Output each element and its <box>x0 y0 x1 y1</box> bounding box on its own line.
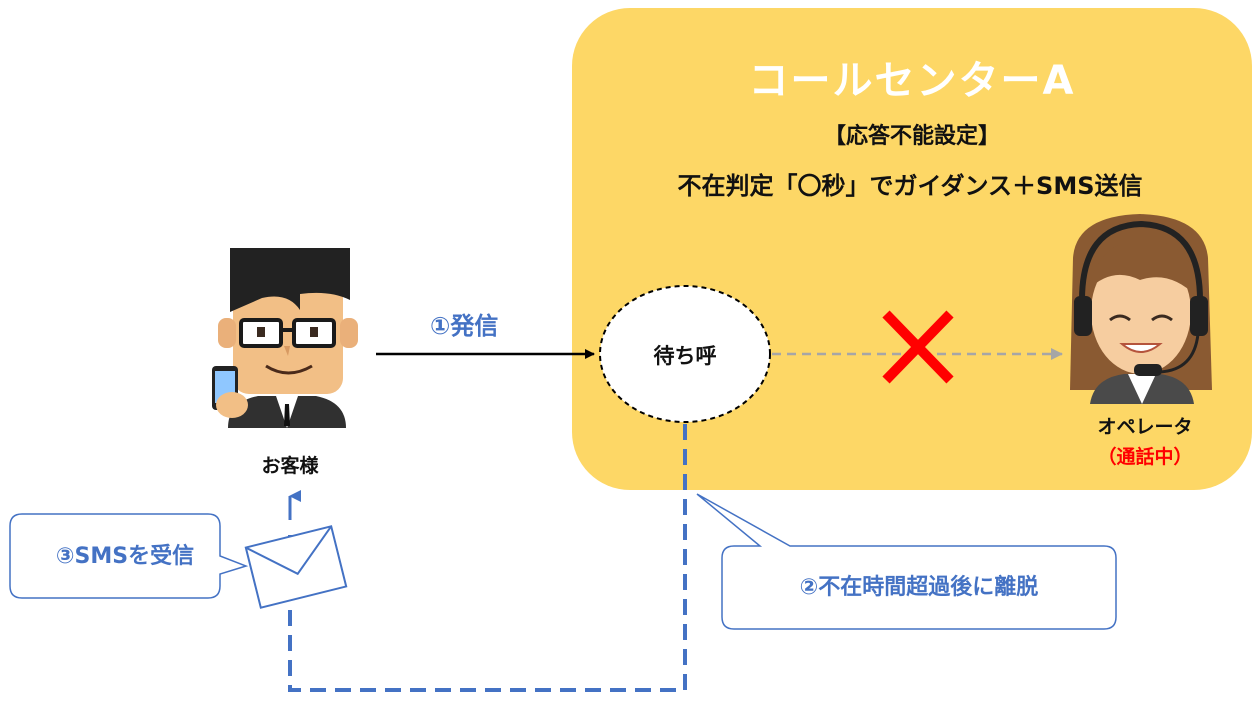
envelope-icon <box>244 525 348 609</box>
queue-node <box>599 285 771 423</box>
customer-icon <box>212 248 358 428</box>
setting-detail: 不在判定「〇秒」でガイダンス＋SMS送信 <box>677 172 1143 200</box>
step2-leave-label: ②不在時間超過後に離脱 <box>799 575 1039 600</box>
operator-label: オペレータ <box>1097 416 1193 438</box>
step1-call-label: ①発信 <box>430 312 499 340</box>
call-center-title: コールセンターA <box>748 58 1076 104</box>
customer-label: お客様 <box>261 455 319 477</box>
queue-label: 待ち呼 <box>653 344 717 368</box>
cross-icon <box>882 310 954 384</box>
leave-callout <box>696 493 1117 630</box>
operator-status: （通話中） <box>1097 446 1193 468</box>
step3-sms-label: ③SMSを受信 <box>55 544 195 569</box>
operator-icon <box>1070 214 1212 404</box>
setting-heading: 【応答不能設定】 <box>823 124 1000 149</box>
sms-received-callout <box>9 513 249 599</box>
return-path-line <box>288 424 687 692</box>
